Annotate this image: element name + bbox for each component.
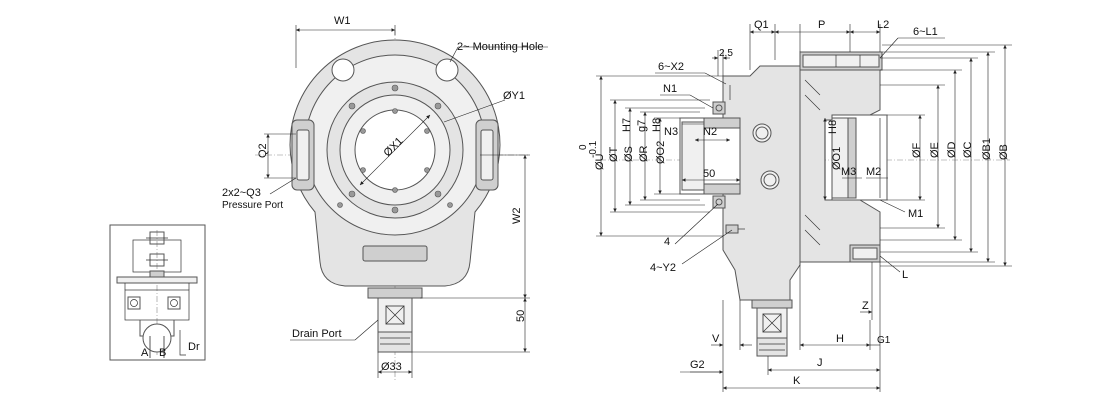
side-y2-count-label: 4~Y2 [650, 262, 676, 274]
side-h7-label: H7 [621, 118, 633, 132]
side-z-label: Z [862, 300, 869, 312]
side-h8-left-label: H8 [651, 118, 663, 132]
side-o2-label: ØO2 [655, 141, 667, 164]
front-w2-label: W2 [511, 208, 523, 225]
schematic-port-dr: Dr [188, 341, 200, 353]
front-mounting-hole-label: 2~ Mounting Hole [457, 41, 544, 53]
side-p-label: P [818, 19, 825, 31]
front-50-label: 50 [515, 310, 527, 322]
side-k-label: K [793, 375, 801, 387]
schematic-port-a: A [141, 347, 149, 359]
side-l-label: L [902, 269, 908, 281]
side-b1-label: ØB1 [981, 138, 993, 160]
hydraulic-schematic: A B Dr [109, 224, 206, 361]
side-l2-label: L2 [877, 19, 889, 31]
side-g2-label: G2 [690, 359, 705, 371]
front-q2-label: Q2 [257, 143, 269, 158]
schematic-port-b: B [159, 347, 166, 359]
side-o1-label: ØO1 [831, 147, 843, 170]
front-view: ØX1 ØY1 W1 2~ Mounting Hole Q2 2x2~Q3 Pr… [222, 15, 548, 380]
side-t-label: ØT [608, 146, 620, 162]
front-dia33-label: Ø33 [381, 361, 402, 373]
side-b-label: ØB [998, 144, 1010, 160]
side-u-tol-upper: 0 [578, 144, 589, 150]
front-pressure-port-label: Pressure Port [222, 200, 283, 211]
side-u-tol-lower: -0.1 [588, 140, 599, 158]
side-d-label: ØD [946, 141, 958, 158]
side-v-label: V [712, 333, 720, 345]
side-e-label: ØE [929, 142, 941, 158]
side-m3-label: M3 [841, 166, 856, 178]
side-h-label: H [836, 333, 844, 345]
side-h8-right-label: H8 [827, 120, 839, 134]
side-50-label: 50 [703, 168, 715, 180]
side-view: Q1 P L2 6~L1 2.5 6~X2 N1 ØU 0 -0.1 [578, 19, 1012, 392]
side-u-label: ØU [594, 153, 606, 170]
side-n2-label: N2 [703, 126, 717, 138]
side-2-5-label: 2.5 [719, 48, 733, 59]
side-n1-label: N1 [663, 83, 677, 95]
side-c-label: ØC [962, 141, 974, 158]
side-x2-count-label: 6~X2 [658, 61, 684, 73]
side-f-label: ØF [911, 142, 923, 158]
schematic-frame [109, 224, 206, 361]
front-pressure-port-count: 2x2~Q3 [222, 187, 261, 199]
side-j-label: J [817, 357, 823, 369]
side-m2-label: M2 [866, 166, 881, 178]
side-l1-count-label: 6~L1 [913, 26, 938, 38]
front-w1-label: W1 [334, 15, 351, 27]
side-n3-label: N3 [664, 126, 678, 138]
front-drain-port-label: Drain Port [292, 328, 342, 340]
side-g7-label: g7 [636, 120, 648, 132]
side-m1-label: M1 [908, 208, 923, 220]
side-g1-label: G1 [877, 335, 891, 346]
front-y1-label: ØY1 [503, 90, 525, 102]
side-r-label: ØR [638, 145, 650, 162]
side-s-label: ØS [623, 146, 635, 162]
side-q1-label: Q1 [754, 19, 769, 31]
side-4-label: 4 [664, 236, 670, 248]
